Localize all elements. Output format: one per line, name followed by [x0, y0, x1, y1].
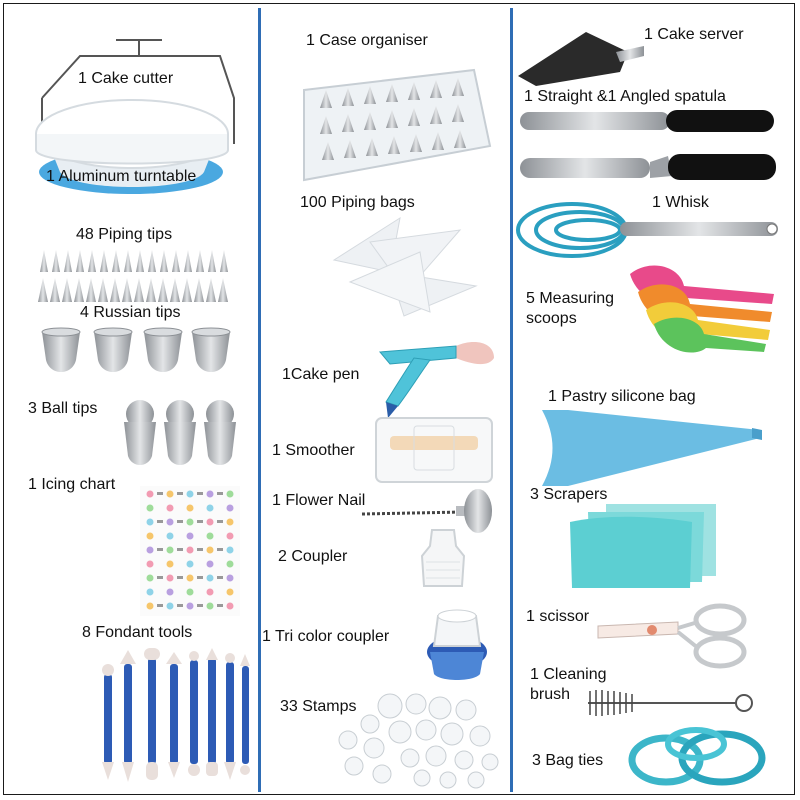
- label-cake-server: 1 Cake server: [644, 26, 744, 43]
- label-cleaning-1: 1 Cleaning: [530, 666, 607, 683]
- tri-coupler-icon: [427, 609, 487, 680]
- stamps-icon: [338, 693, 499, 789]
- turntable-icon: [35, 99, 229, 194]
- label-russian-tips: 4 Russian tips: [80, 304, 181, 321]
- label-cleaning-2: brush: [530, 686, 571, 703]
- spatula-icon: [520, 110, 776, 180]
- case-organiser-icon: [303, 68, 492, 182]
- whisk-icon: [516, 202, 778, 258]
- ball-tips-icon: [124, 400, 236, 465]
- product-frame: [3, 3, 795, 795]
- label-icing-chart: 1 Icing chart: [28, 476, 116, 493]
- label-whisk: 1 Whisk: [652, 194, 709, 211]
- cake-server-icon: [518, 32, 644, 86]
- label-cake-cutter: 1 Cake cutter: [78, 70, 174, 87]
- label-coupler: 2 Coupler: [278, 548, 348, 565]
- label-piping-tips: 48 Piping tips: [76, 226, 173, 243]
- piping-bags-icon: [332, 216, 478, 317]
- column-divider-left: [258, 8, 261, 792]
- coupler-icon: [420, 529, 466, 587]
- bag-ties-icon: [628, 727, 766, 786]
- smoother-icon: [375, 417, 493, 483]
- russian-tips-icon: [41, 327, 231, 372]
- label-spatula: 1 Straight &1 Angled spatula: [524, 88, 726, 105]
- label-tri-coupler: 1 Tri color coupler: [262, 628, 390, 645]
- label-scrapers: 3 Scrapers: [530, 486, 608, 503]
- scissor-icon: [597, 603, 747, 669]
- label-smoother: 1 Smoother: [272, 442, 355, 459]
- column-divider-right: [510, 8, 513, 792]
- label-scissor: 1 scissor: [526, 608, 590, 625]
- label-measuring-1: 5 Measuring: [526, 290, 615, 307]
- cake-pen-icon: [378, 342, 494, 418]
- cake-cutter-icon: [41, 39, 235, 144]
- measuring-scoops-icon: [630, 265, 774, 353]
- label-stamps: 33 Stamps: [280, 698, 357, 715]
- label-piping-bags: 100 Piping bags: [300, 194, 415, 211]
- label-fondant-tools: 8 Fondant tools: [82, 624, 193, 641]
- label-silicone-bag: 1 Pastry silicone bag: [548, 388, 696, 405]
- label-flower-nail: 1 Flower Nail: [272, 492, 366, 509]
- label-cake-pen: 1Cake pen: [282, 366, 360, 383]
- flower-nail-icon: [361, 489, 492, 533]
- label-turntable: 1 Aluminum turntable: [46, 168, 197, 185]
- label-case-organiser: 1 Case organiser: [306, 32, 428, 49]
- label-measuring-2: scoops: [526, 310, 577, 327]
- scrapers-icon: [570, 504, 716, 588]
- icing-chart-icon: [140, 486, 240, 616]
- cleaning-brush-icon: [588, 690, 753, 716]
- silicone-bag-icon: [542, 410, 762, 486]
- piping-tips-icon: [38, 250, 228, 302]
- label-bag-ties: 3 Bag ties: [532, 752, 604, 769]
- fondant-tools-icon: [102, 648, 250, 782]
- label-ball-tips: 3 Ball tips: [28, 400, 98, 417]
